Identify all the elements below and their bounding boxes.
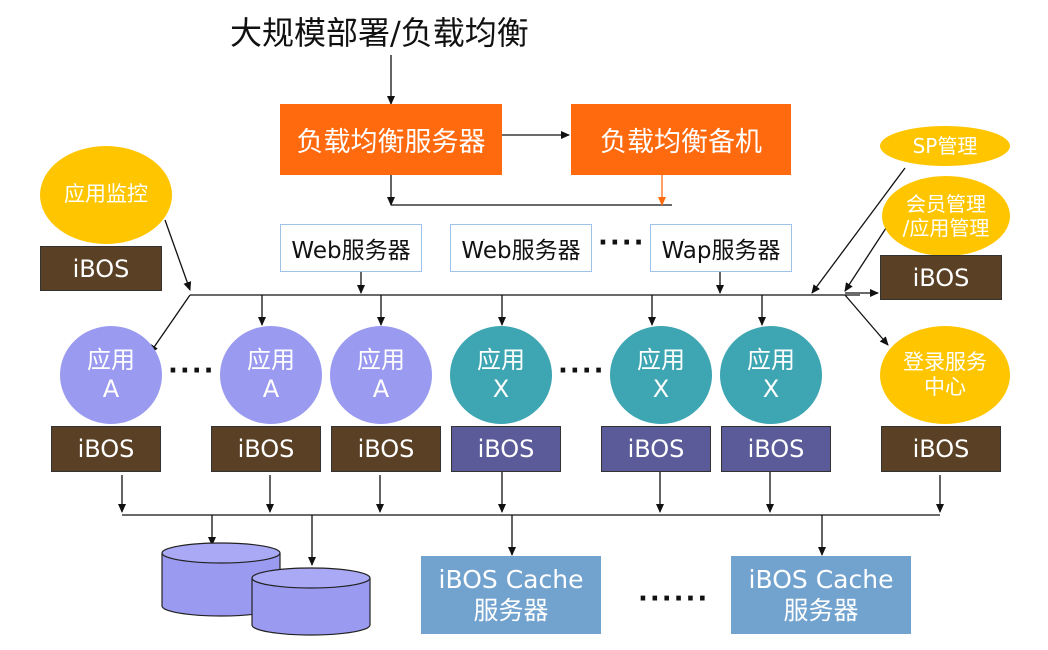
ibos-box: iBOS <box>880 255 1002 300</box>
cache-server-label: 服务器 <box>473 596 549 625</box>
app-id: X <box>492 375 510 403</box>
ellipsis: ···· <box>558 356 606 386</box>
login-service-center: 登录服务 中心 <box>880 326 1010 424</box>
app-label: 应用 <box>747 346 795 375</box>
sp-management: SP管理 <box>880 126 1010 166</box>
member-management-line1: 会员管理 <box>906 192 986 216</box>
ibos-box: iBOS <box>451 426 561 472</box>
web-server: Web服务器 <box>280 224 422 272</box>
ibos-box: iBOS <box>40 246 162 291</box>
app-label: 应用 <box>637 346 685 375</box>
app-a-node: 应用 A <box>60 326 162 424</box>
cache-server-label: 服务器 <box>783 596 859 625</box>
app-id: A <box>102 375 120 403</box>
app-a-node: 应用 A <box>330 326 432 424</box>
member-management-line2: /应用管理 <box>902 216 990 240</box>
login-center-line1: 登录服务 <box>903 349 987 374</box>
cache-server-name: iBOS Cache <box>748 564 894 594</box>
app-label: 应用 <box>477 346 525 375</box>
app-label: 应用 <box>247 346 295 375</box>
ibos-cache-server: iBOS Cache 服务器 <box>731 556 911 634</box>
app-label: 应用 <box>357 346 405 375</box>
app-id: X <box>762 375 780 403</box>
ibos-box: iBOS <box>721 426 831 472</box>
web-server: Web服务器 <box>450 224 592 272</box>
app-label: 应用 <box>87 346 135 375</box>
wap-server: Wap服务器 <box>650 224 792 272</box>
ibos-box: iBOS <box>211 426 321 472</box>
cache-server-name: iBOS Cache <box>438 564 584 594</box>
ibos-box: iBOS <box>51 426 161 472</box>
diagram-title: 大规模部署/负载均衡 <box>230 14 529 52</box>
sp-management-label: SP管理 <box>912 134 978 158</box>
app-id: A <box>372 375 390 403</box>
app-monitor-label: 应用监控 <box>64 182 148 207</box>
app-monitor: 应用监控 <box>40 146 172 244</box>
ellipsis: ······ <box>638 584 710 614</box>
database-icon <box>251 567 371 636</box>
ibos-box: iBOS <box>881 426 1001 472</box>
ellipsis: ···· <box>168 356 216 386</box>
ibos-cache-server: iBOS Cache 服务器 <box>421 556 601 634</box>
app-x-node: 应用 X <box>610 326 712 424</box>
member-app-management: 会员管理 /应用管理 <box>882 176 1010 256</box>
ibos-box: iBOS <box>601 426 711 472</box>
load-balancer-main: 负载均衡服务器 <box>280 104 502 175</box>
app-id: A <box>262 375 280 403</box>
ellipsis: ···· <box>598 228 646 258</box>
login-center-line2: 中心 <box>924 375 966 399</box>
app-id: X <box>652 375 670 403</box>
ibos-box: iBOS <box>331 426 441 472</box>
app-a-node: 应用 A <box>220 326 322 424</box>
app-x-node: 应用 X <box>720 326 822 424</box>
load-balancer-backup: 负载均衡备机 <box>571 104 791 175</box>
app-x-node: 应用 X <box>450 326 552 424</box>
